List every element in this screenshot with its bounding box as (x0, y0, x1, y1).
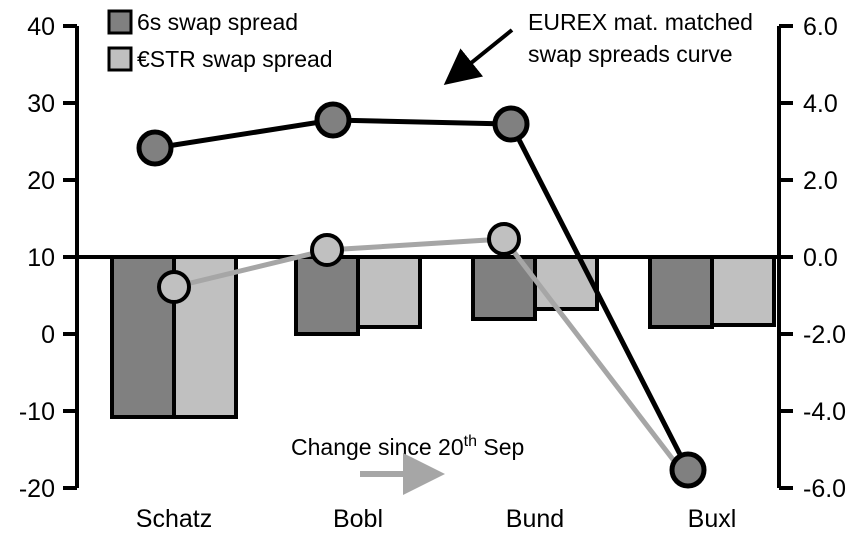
eurex-marker-buxl (669, 451, 707, 489)
bar-estr-bund (533, 255, 599, 311)
left-tick-label-0: 0 (41, 321, 55, 349)
legend-label-estr: €STR swap spread (137, 46, 333, 72)
change-since-annotation: Change since 20th Sep (291, 433, 524, 495)
bar-6s-bobl (294, 255, 360, 336)
right-tick-label-6: 6.0 (803, 13, 838, 41)
change-marker-bund (487, 222, 521, 256)
category-labels: Schatz Bobl Bund Buxl (136, 505, 737, 533)
left-tick-label-30: 30 (27, 90, 55, 118)
eurex-annotation: EUREX mat. matched swap spreads curve (443, 9, 753, 86)
category-label-buxl: Buxl (688, 505, 737, 533)
right-tick-label-neg4: -4.0 (803, 398, 846, 426)
category-label-bobl: Bobl (333, 505, 383, 533)
change-marker-bobl (310, 233, 344, 267)
left-axis: 40 30 20 10 0 -10 -20 (19, 13, 79, 503)
change-since-text-after: Sep (477, 434, 524, 460)
eurex-curve-line (154, 117, 691, 472)
legend-swatch-6s (107, 9, 133, 35)
eurex-annotation-line2: swap spreads curve (528, 41, 733, 67)
category-label-schatz: Schatz (136, 505, 212, 533)
right-tick-label-0: 0.0 (803, 244, 838, 272)
bar-estr-bobl (356, 255, 422, 329)
eurex-curve-series (136, 101, 707, 489)
change-since-superscript: th (464, 433, 477, 450)
change-marker-schatz (157, 270, 191, 304)
legend-swatch-estr (107, 46, 133, 72)
left-tick-label-neg10: -10 (19, 398, 55, 426)
right-tick-label-neg6: -6.0 (803, 475, 846, 503)
legend: 6s swap spread €STR swap spread (107, 9, 333, 72)
right-axis: 6.0 4.0 2.0 0.0 -2.0 -4.0 -6.0 (777, 13, 846, 503)
left-tick-label-neg20: -20 (19, 475, 55, 503)
left-tick-label-10: 10 (27, 244, 55, 272)
change-since-text-before: Change since 20 (291, 434, 464, 460)
legend-label-6s: 6s swap spread (137, 9, 298, 35)
category-label-bund: Bund (506, 505, 564, 533)
bar-estr-buxl (710, 255, 776, 327)
right-tick-label-neg2: -2.0 (803, 321, 846, 349)
change-since-label: Change since 20th Sep (291, 433, 524, 460)
bar-6s-buxl (648, 255, 714, 329)
eurex-marker-bund (492, 105, 530, 143)
eurex-marker-schatz (136, 129, 174, 167)
eurex-annotation-arrow-icon (443, 28, 514, 86)
eurex-annotation-line1: EUREX mat. matched (528, 9, 753, 35)
eurex-marker-bobl (314, 101, 352, 139)
right-tick-label-4: 4.0 (803, 90, 838, 118)
left-tick-label-40: 40 (27, 13, 55, 41)
change-since-line (173, 236, 683, 472)
bars-group (110, 255, 776, 419)
left-tick-label-20: 20 (27, 167, 55, 195)
change-since-line-series (157, 222, 683, 472)
right-tick-label-2: 2.0 (803, 167, 838, 195)
